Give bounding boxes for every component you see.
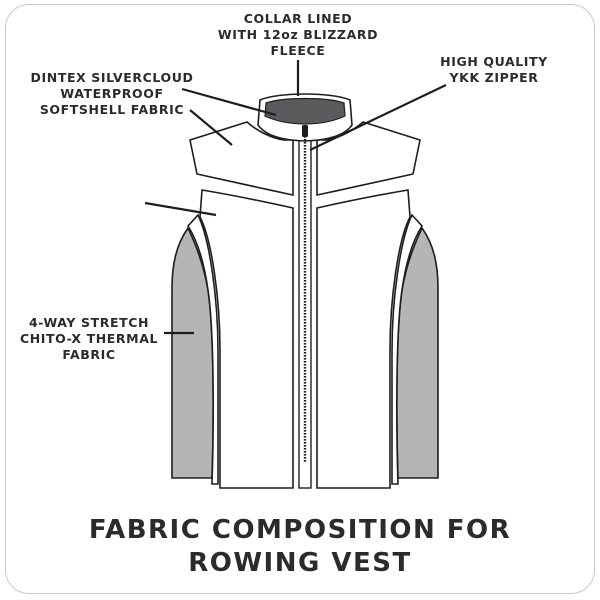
zipper-callout: HIGH QUALITY YKK ZIPPER	[440, 54, 548, 85]
collar-callout: COLLAR LINED WITH 12oz BLIZZARD FLEECE	[217, 11, 379, 58]
left-side-band	[186, 213, 219, 485]
left-yoke-panel	[189, 121, 294, 196]
page-title: FABRIC COMPOSITION FOR ROWING VEST	[88, 515, 512, 578]
softshell-leader-line-collar	[181, 87, 277, 117]
right-side-band	[391, 213, 424, 485]
zipper-leader-line	[309, 84, 447, 151]
softshell-leader-line-body	[144, 201, 217, 217]
zipper-pull	[302, 125, 308, 137]
softshell-callout: DINTEX SILVERCLOUD WATERPROOF SOFTSHELL …	[30, 70, 194, 117]
stretch-callout: 4-WAY STRETCH CHITO-X THERMAL FABRIC	[19, 315, 159, 362]
right-front-panel	[316, 189, 411, 489]
collar-fleece-lining	[264, 97, 346, 125]
left-front-panel	[199, 189, 294, 489]
softshell-leader-line-yoke	[189, 109, 233, 146]
